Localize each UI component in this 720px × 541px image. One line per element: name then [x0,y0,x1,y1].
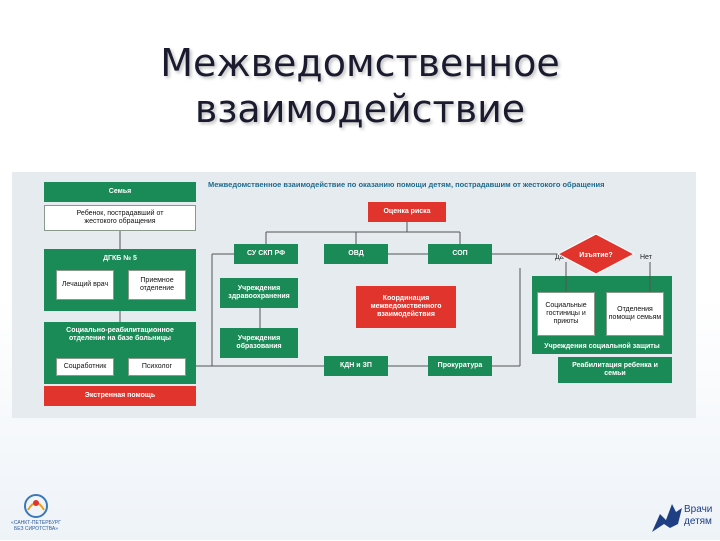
no-label: Нет [640,254,652,261]
slide-title: Межведомственное взаимодействие [0,40,720,132]
emergency-box: Экстренная помощь [44,386,196,406]
shelters-box: Социальные гостиницы и приюты [537,292,595,336]
rehabilitation-box: Реабилитация ребенка и семьи [558,357,672,383]
coordination-box: Координация межведомственного взаимодейс… [356,286,456,328]
right-logo-line-1: Врачи [684,504,713,515]
yes-label: Да [555,254,564,261]
risk-box: Оценка риска [368,202,446,222]
dgkb-label: ДГКБ № 5 [103,255,137,262]
title-line-1: Межведомственное [160,41,560,85]
prosecutor-box: Прокуратура [428,356,492,376]
diagram-heading: Межведомственное взаимодействие по оказа… [208,180,605,189]
doctor-box: Лечащий врач [56,270,114,300]
health-box: Учреждения здравоохранения [220,278,298,308]
social-worker-box: Соцработник [56,358,114,376]
su-skp-box: СУ СКП РФ [234,244,298,264]
family-help-box: Отделения помощи семьям [606,292,664,336]
removal-diamond-shape [556,233,636,275]
right-logo-icon [652,504,682,532]
left-logo-icon [24,494,48,518]
right-logo-line-2: детям [684,516,712,527]
ovd-box: ОВД [324,244,388,264]
removal-diamond: Изъятие? [556,233,636,275]
kdn-box: КДН и ЗП [324,356,388,376]
social-protection-label: Учреждения социальной защиты [544,343,660,350]
left-logo: «САНКТ-ПЕТЕРБУРГ БЕЗ СИРОТСТВА» [6,492,66,536]
education-box: Учреждения образования [220,328,298,358]
removal-label: Изъятие? [579,252,612,259]
rehab-dept-label: Социально-реабилитационное отделение на … [66,327,174,342]
child-box: Ребенок, пострадавший от жестокого обращ… [44,205,196,231]
psychologist-box: Психолог [128,358,186,376]
right-logo: Врачи детям [650,494,716,536]
sop-box: СОП [428,244,492,264]
left-logo-text: «САНКТ-ПЕТЕРБУРГ БЕЗ СИРОТСТВА» [11,520,61,532]
reception-box: Приемное отделение [128,270,186,300]
right-logo-text: Врачи детям [684,504,712,528]
title-line-2: взаимодействие [194,87,526,131]
family-box: Семья [44,182,196,202]
